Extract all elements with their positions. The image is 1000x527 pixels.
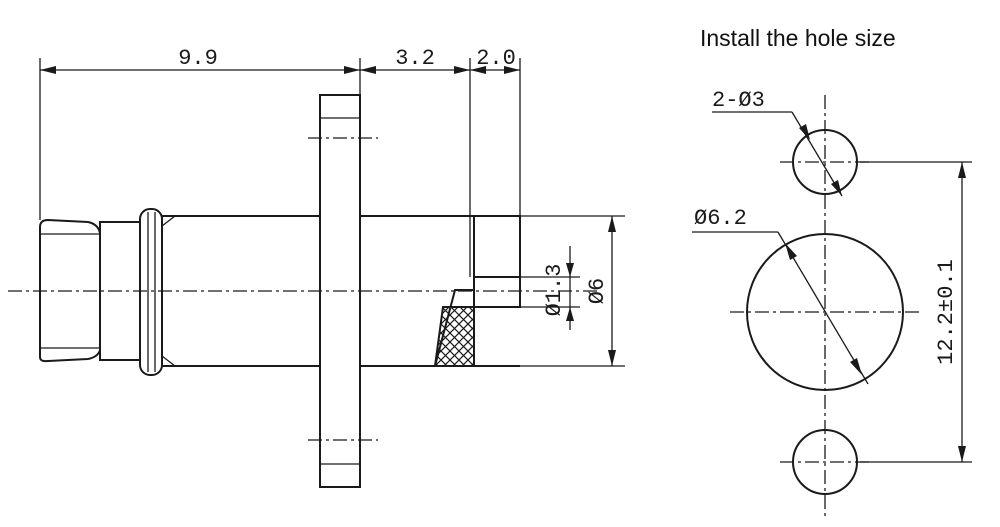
small-holes-callout: 2-Ø3 — [712, 88, 765, 113]
dim-body-diameter: Ø6 — [585, 278, 610, 304]
dim-flange-to-step: 3.2 — [395, 46, 435, 71]
center-pin — [473, 276, 521, 308]
connector-side-view: 9.9 3.2 2.0 Ø1.3 Ø6 — [8, 46, 625, 488]
connector-flange — [319, 94, 361, 488]
o-ring — [139, 208, 163, 376]
hole-pattern-title: Install the hole size — [700, 25, 896, 51]
center-hole — [746, 233, 904, 391]
hole-spacing-dim: 12.2±0.1 — [934, 259, 959, 365]
dielectric-hatch — [433, 306, 475, 367]
dim-step: 2.0 — [476, 46, 516, 71]
dim-length: 9.9 — [178, 46, 218, 71]
center-hole-callout: Ø6.2 — [694, 206, 747, 231]
dim-pin-diameter: Ø1.3 — [542, 264, 567, 317]
hole-pattern-view: Install the hole size 2-Ø3 Ø6.2 12.2±0.1 — [692, 25, 972, 520]
